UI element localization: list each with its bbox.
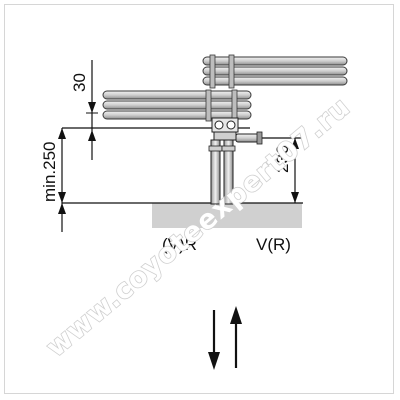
connection-label-right: V(R) bbox=[256, 235, 291, 254]
flow-direction-arrows bbox=[208, 306, 242, 370]
arrow-up-icon bbox=[291, 138, 299, 149]
arrow-up-icon bbox=[58, 203, 66, 214]
dimension-label-min250: min.250 bbox=[40, 142, 59, 202]
arrow-up-icon bbox=[88, 130, 96, 141]
connection-label-left: (V)R bbox=[162, 235, 197, 254]
image-frame bbox=[4, 4, 394, 394]
arrow-up-icon bbox=[58, 128, 66, 139]
arrow-down-icon bbox=[208, 352, 220, 370]
radiator-lower bbox=[102, 89, 252, 122]
dimension-label-230: 230 bbox=[273, 145, 292, 173]
floor-pipes bbox=[208, 139, 236, 205]
floor-block bbox=[152, 203, 302, 228]
arrow-down-icon bbox=[291, 192, 299, 203]
arrow-down-icon bbox=[58, 192, 66, 203]
radiator-upper bbox=[202, 54, 348, 89]
dimension-label-30: 30 bbox=[70, 73, 89, 92]
arrow-up-icon bbox=[230, 306, 242, 324]
watermark: www.coyoteexpert07.ru bbox=[41, 91, 357, 363]
arrow-down-icon bbox=[88, 102, 96, 113]
valve-connection bbox=[211, 117, 263, 145]
